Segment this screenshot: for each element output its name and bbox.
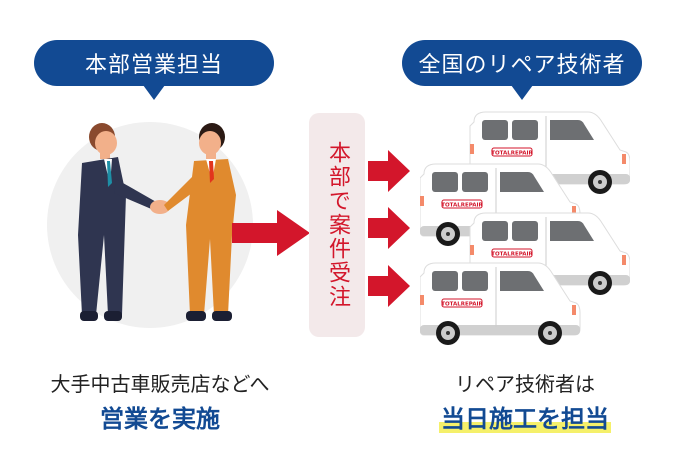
- right-caption-line2: 当日施工を担当: [439, 405, 611, 433]
- order-received-label: 本部で案件受注: [325, 141, 350, 309]
- repair-technicians-bubble: 全国のリペア技術者: [402, 40, 642, 100]
- order-received-box: 本部で案件受注: [309, 113, 365, 337]
- headquarters-sales-label: 本部営業担当: [84, 53, 223, 78]
- arrow-to-van-2-icon: [368, 207, 410, 249]
- businessman-orange-icon: [164, 123, 236, 321]
- businessman-navy-icon: [78, 123, 158, 321]
- left-caption-line1: 大手中古車販売店などへ: [50, 372, 270, 396]
- repair-vans-illustration: TOTALREPAIR: [420, 111, 630, 346]
- arrow-to-van-1-icon: [368, 150, 410, 192]
- headquarters-sales-bubble: 本部営業担当: [34, 40, 274, 100]
- repair-technicians-label: 全国のリペア技術者: [418, 53, 626, 78]
- left-caption-line2: 営業を実施: [100, 405, 220, 433]
- left-caption: 大手中古車販売店などへ 営業を実施: [20, 368, 300, 434]
- right-caption-line1: リペア技術者は: [455, 372, 595, 396]
- handshake-illustration: [78, 123, 236, 321]
- right-caption: リペア技術者は 当日施工を担当: [390, 368, 660, 434]
- arrow-to-van-3-icon: [368, 265, 410, 307]
- arrow-to-headquarters-icon: [232, 210, 310, 256]
